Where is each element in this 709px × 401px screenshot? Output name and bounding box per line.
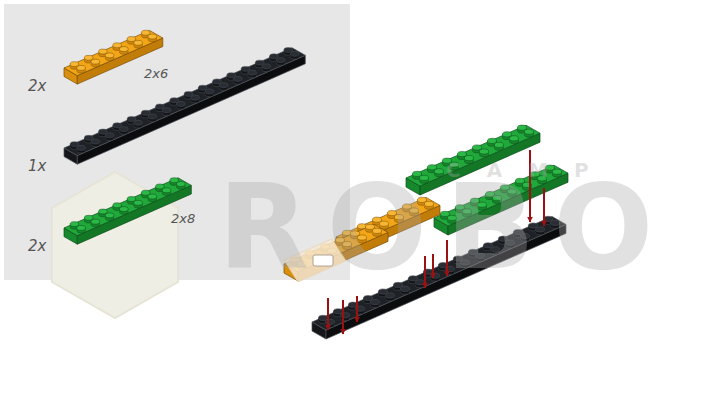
stud-top bbox=[213, 79, 222, 84]
stud-top bbox=[290, 51, 299, 56]
stud-top bbox=[70, 142, 79, 147]
stud-top bbox=[487, 138, 496, 143]
stud-top bbox=[127, 197, 136, 202]
stud-top bbox=[84, 55, 93, 60]
stud-top bbox=[363, 296, 372, 301]
stud-top bbox=[84, 215, 93, 220]
stud-top bbox=[134, 120, 143, 125]
stud-top bbox=[91, 219, 100, 224]
stud-top bbox=[494, 142, 503, 147]
stud-top bbox=[255, 60, 264, 65]
stud-top bbox=[148, 194, 157, 199]
stud-top bbox=[141, 190, 150, 195]
stud-top bbox=[156, 184, 165, 189]
stud-top bbox=[119, 207, 128, 212]
stud-top bbox=[248, 70, 257, 75]
stud-top bbox=[233, 76, 242, 81]
quantity-label: 2x bbox=[28, 239, 46, 254]
stud-top bbox=[205, 89, 214, 94]
stud-top bbox=[148, 114, 157, 119]
stud-top bbox=[99, 209, 108, 214]
stud-top bbox=[119, 127, 128, 132]
stud-top bbox=[99, 129, 108, 134]
stud-top bbox=[340, 313, 349, 318]
stud-top bbox=[127, 37, 136, 42]
placement-arrow bbox=[342, 300, 344, 334]
green-plate-2x8 bbox=[64, 178, 191, 244]
stud-top bbox=[105, 133, 114, 138]
stud-top bbox=[134, 40, 143, 45]
quantity-label: 1x bbox=[28, 159, 46, 174]
stud-top bbox=[318, 315, 327, 320]
stud-top bbox=[170, 178, 179, 183]
stud-top bbox=[227, 73, 236, 78]
stud-top bbox=[325, 319, 334, 324]
quantity-label: 2x bbox=[28, 79, 46, 94]
plate-top bbox=[64, 178, 191, 236]
stud-top bbox=[148, 34, 157, 39]
stud-top bbox=[141, 30, 150, 35]
stud-top bbox=[479, 149, 488, 154]
stud-top bbox=[219, 83, 228, 88]
stud-top bbox=[134, 200, 143, 205]
stud-top bbox=[524, 129, 533, 134]
stud-top bbox=[84, 135, 93, 140]
placement-arrow bbox=[356, 296, 358, 322]
stud-top bbox=[119, 47, 128, 52]
stud-top bbox=[370, 300, 379, 305]
stud-top bbox=[262, 64, 271, 69]
plate-side bbox=[77, 55, 305, 164]
stud-top bbox=[241, 66, 250, 71]
stud-top bbox=[400, 286, 409, 291]
stud-top bbox=[176, 102, 185, 107]
stud-top bbox=[472, 145, 481, 150]
stud-top bbox=[70, 62, 79, 67]
stud-top bbox=[113, 43, 122, 48]
plate-top bbox=[64, 48, 305, 156]
stud-top bbox=[99, 49, 108, 54]
stud-top bbox=[162, 108, 171, 113]
stud-top bbox=[70, 222, 79, 227]
size-label: 2x8 bbox=[171, 212, 195, 225]
stud-top bbox=[385, 293, 394, 298]
stud-top bbox=[378, 289, 387, 294]
stud-top bbox=[162, 188, 171, 193]
placement-arrow bbox=[327, 298, 329, 330]
stud-top bbox=[276, 58, 285, 63]
stud-top bbox=[184, 91, 193, 96]
stud-top bbox=[113, 203, 122, 208]
watermark: CAMP bbox=[446, 160, 615, 180]
watermark: ROBO bbox=[218, 168, 671, 286]
stud-top bbox=[509, 136, 518, 141]
stud-top bbox=[105, 53, 114, 58]
stud-top bbox=[156, 104, 165, 109]
stud-top bbox=[198, 85, 207, 90]
stud-top bbox=[141, 110, 150, 115]
stud-top bbox=[176, 182, 185, 187]
size-label: 2x6 bbox=[144, 67, 168, 80]
stud-top bbox=[77, 65, 86, 70]
stud-top bbox=[127, 117, 136, 122]
stud-top bbox=[502, 132, 511, 137]
stud-top bbox=[270, 54, 279, 59]
stud-top bbox=[517, 125, 526, 130]
stud-top bbox=[91, 59, 100, 64]
stud-top bbox=[333, 309, 342, 314]
stud-top bbox=[191, 95, 200, 100]
stud-top bbox=[77, 225, 86, 230]
stud-top bbox=[457, 152, 466, 157]
stud-top bbox=[105, 213, 114, 218]
stud-top bbox=[284, 48, 293, 53]
stud-top bbox=[170, 98, 179, 103]
black-plate-long bbox=[64, 48, 305, 165]
stud-top bbox=[91, 139, 100, 144]
stud-top bbox=[77, 145, 86, 150]
stud-top bbox=[113, 123, 122, 128]
